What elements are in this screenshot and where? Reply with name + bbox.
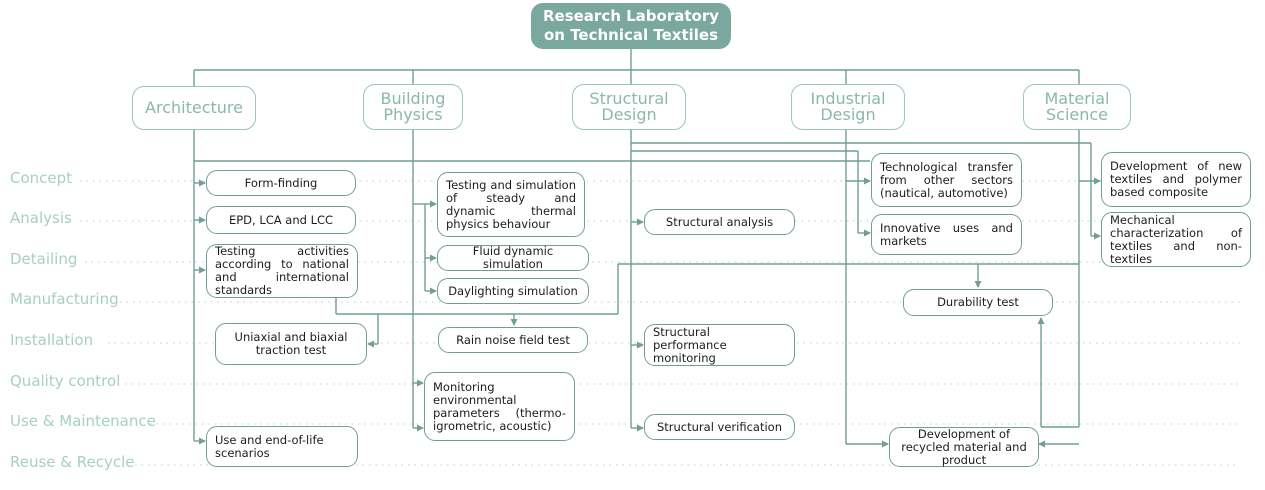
box-structural-verification: Structural verification (644, 414, 795, 440)
box-text: Technological transfer from other sector… (880, 159, 1013, 200)
root-title-line2: on Technical Textiles (543, 26, 719, 44)
phase-label-reuse-recycle: Reuse & Recycle (10, 453, 135, 471)
box-text: Innovative uses and markets (880, 220, 1013, 248)
box-mechanical-characterization: Mechanical characterization of textiles … (1101, 212, 1251, 267)
category-label: Industrial (810, 89, 886, 108)
category-label: Design (601, 105, 657, 124)
phase-label-manufacturing: Manufacturing (10, 290, 119, 308)
phase-label-detailing: Detailing (10, 250, 78, 268)
box-technological-transfer: Technological transfer from other sector… (871, 153, 1022, 207)
box-text: Testing activities according to national… (215, 244, 349, 297)
box-monitoring-environmental: Monitoring environmental parameters (the… (424, 372, 575, 441)
box-text: Structural performance monitoring (653, 324, 727, 365)
box-form-finding: Form-finding (206, 170, 356, 196)
box-end-of-life: Use and end-of-life scenarios (206, 426, 358, 467)
category-label: Architecture (145, 98, 243, 117)
box-text: Monitoring environmental parameters (the… (433, 379, 566, 433)
box-durability-test: Durability test (903, 289, 1053, 316)
connectors (193, 49, 1101, 448)
box-epd-lca-lcc: EPD, LCA and LCC (206, 206, 356, 234)
category-architecture: Architecture (132, 86, 256, 130)
category-label: Building (380, 89, 446, 108)
box-text: Structural analysis (665, 214, 774, 229)
phase-label-quality-control: Quality control (10, 372, 121, 390)
box-testing-standards: Testing activities according to national… (206, 244, 358, 298)
box-daylighting: Daylighting simulation (437, 278, 589, 304)
box-structural-analysis: Structural analysis (644, 209, 795, 235)
category-label: Physics (383, 105, 443, 124)
box-text: Form-finding (244, 175, 318, 190)
box-rain-noise: Rain noise field test (438, 327, 588, 353)
category-label: Structural (589, 89, 669, 108)
box-fluid-dynamic: Fluid dynamic simulation (437, 245, 589, 271)
box-innovative-uses: Innovative uses and markets (871, 214, 1022, 255)
box-text: Uniaxial and biaxial traction test (234, 330, 348, 357)
root-title-line1: Research Laboratory (542, 7, 720, 25)
box-text: Use and end-of-life scenarios (215, 432, 324, 460)
box-text: EPD, LCA and LCC (228, 212, 334, 227)
box-structural-monitoring: Structural performance monitoring (644, 324, 795, 366)
phase-label-concept: Concept (10, 169, 73, 187)
phase-label-analysis: Analysis (10, 209, 72, 227)
category-label: Material (1044, 89, 1110, 108)
category-label: Science (1045, 105, 1109, 124)
box-text: Daylighting simulation (448, 283, 578, 298)
box-text: Fluid dynamic simulation (472, 244, 554, 271)
phase-label-installation: Installation (10, 331, 94, 349)
box-text: Development of recycled material and pro… (901, 426, 1027, 467)
box-recycled-material: Development of recycled material and pro… (889, 427, 1039, 467)
box-text: Mechanical characterization of textiles … (1110, 212, 1242, 266)
box-uniaxial-biaxial: Uniaxial and biaxial traction test (215, 323, 367, 365)
box-text: Durability test (937, 295, 1019, 309)
phase-label-use-maintenance: Use & Maintenance (10, 412, 156, 430)
root-node-research-laboratory: Research Laboratory on Technical Textile… (531, 3, 731, 49)
category-label: Design (820, 105, 876, 124)
box-text: Development of new textiles and polymer … (1110, 159, 1242, 199)
box-new-textiles: Development of new textiles and polymer … (1101, 152, 1251, 207)
box-text: Structural verification (656, 419, 783, 434)
box-testing-simulation: Testing and simulation of steady and dyn… (437, 172, 585, 237)
box-text: Testing and simulation of steady and dyn… (446, 177, 576, 231)
box-text: Rain noise field test (456, 332, 570, 347)
